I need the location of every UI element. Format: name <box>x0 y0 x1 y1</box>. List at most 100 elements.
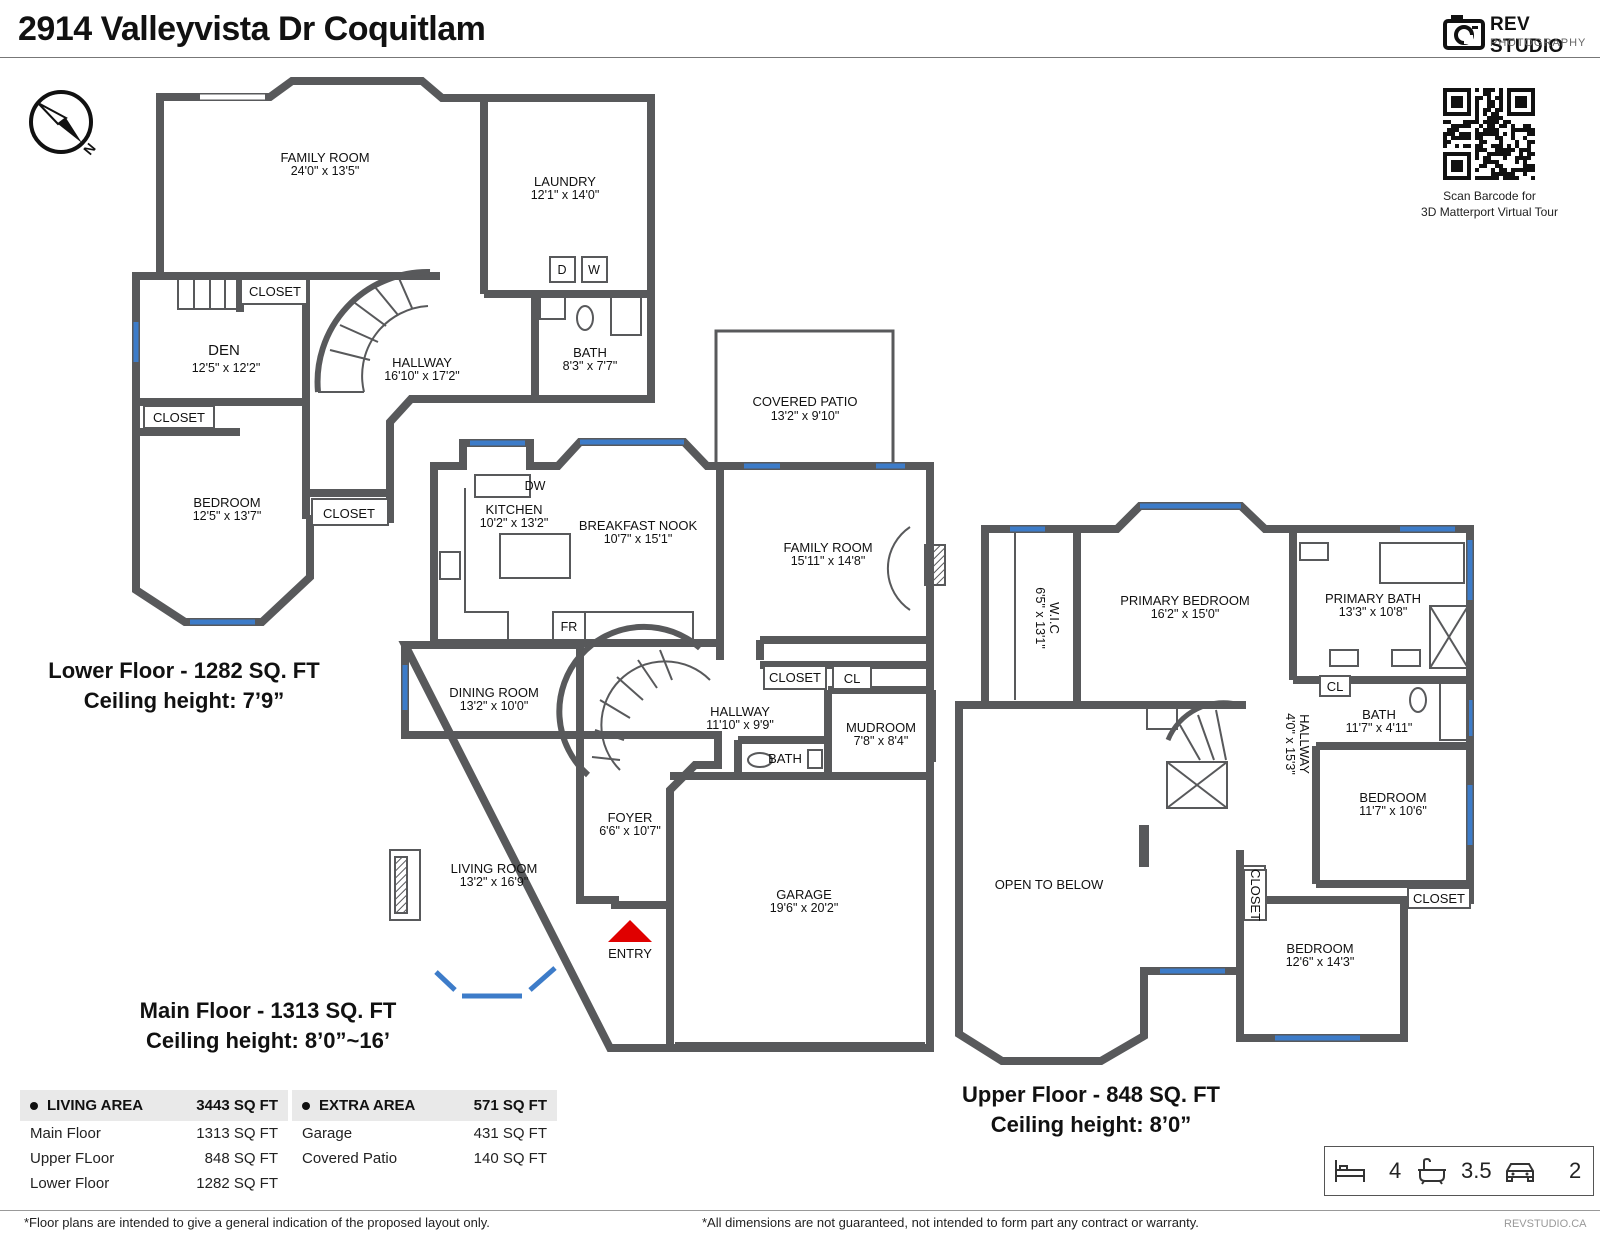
footer-disclaimer-center: *All dimensions are not guaranteed, not … <box>702 1215 1199 1230</box>
qr-caption-line2: 3D Matterport Virtual Tour <box>1421 205 1558 219</box>
main-floor-caption: Main Floor - 1313 SQ. FT Ceiling height:… <box>118 996 418 1056</box>
upper-hallway-label: HALLWAY <box>1297 714 1312 774</box>
dining-room-label: DINING ROOM <box>449 685 539 700</box>
svg-text:8'3" x 7'7": 8'3" x 7'7" <box>563 359 618 373</box>
row-label: Main Floor <box>30 1125 101 1142</box>
upper-bath-label: BATH <box>1362 707 1396 722</box>
svg-text:10'2" x 13'2": 10'2" x 13'2" <box>480 516 549 530</box>
foyer-dim: 6'6" x 10'7" <box>599 824 661 838</box>
footer-divider <box>0 1210 1600 1211</box>
svg-text:BATH: BATH <box>1362 707 1396 722</box>
svg-text:11'7" x 4'11": 11'7" x 4'11" <box>1346 721 1413 735</box>
lower-floor-outline <box>132 77 655 626</box>
main-hallway-dim: 11'10" x 9'9" <box>706 718 774 732</box>
lower-floor-area: Lower Floor - 1282 SQ. FT <box>48 658 320 683</box>
main-hallway-label: HALLWAY <box>710 704 770 719</box>
lower-family-room-label: FAMILY ROOM <box>280 150 369 165</box>
svg-text:10'7" x 15'1": 10'7" x 15'1" <box>604 532 673 546</box>
svg-text:6'5" x 13'1": 6'5" x 13'1" <box>1033 587 1047 649</box>
beds-stat <box>1333 1147 1367 1195</box>
svg-text:BEDROOM: BEDROOM <box>1359 790 1426 805</box>
upper-hallway-dim: 4'0" x 15'3" <box>1283 713 1297 775</box>
upper-bedroom1-label: BEDROOM <box>1359 790 1426 805</box>
svg-text:BEDROOM: BEDROOM <box>1286 941 1353 956</box>
qr-code[interactable] <box>1443 88 1535 180</box>
svg-text:BREAKFAST NOOK: BREAKFAST NOOK <box>579 518 698 533</box>
garage-dim: 19'6" x 20'2" <box>770 901 839 915</box>
svg-text:13'2" x 16'9": 13'2" x 16'9" <box>460 875 529 889</box>
den-dim: 12'5" x 12'2" <box>192 361 261 375</box>
svg-text:12'1" x 14'0": 12'1" x 14'0" <box>531 188 600 202</box>
garage-label: GARAGE <box>776 887 832 902</box>
svg-text:W.I.C: W.I.C <box>1047 602 1062 634</box>
upper-cl-label: CL <box>1327 679 1344 694</box>
svg-text:OPEN TO BELOW: OPEN TO BELOW <box>995 877 1104 892</box>
extra-area-header: EXTRA AREA 571 SQ FT <box>292 1090 557 1121</box>
main-family-room-dim: 15'11" x 14'8" <box>791 554 866 568</box>
svg-text:15'11" x 14'8": 15'11" x 14'8" <box>791 554 866 568</box>
svg-text:12'5" x 12'2": 12'5" x 12'2" <box>192 361 261 375</box>
qr-caption: Scan Barcode for 3D Matterport Virtual T… <box>1402 188 1577 220</box>
svg-text:BEDROOM: BEDROOM <box>193 495 260 510</box>
upper-closet2-label: CLOSET <box>1248 869 1263 921</box>
main-floor-area: Main Floor - 1313 SQ. FT <box>139 998 397 1023</box>
svg-text:FAMILY ROOM: FAMILY ROOM <box>280 150 369 165</box>
foyer-label: FOYER <box>608 810 653 825</box>
svg-text:LIVING ROOM: LIVING ROOM <box>451 861 538 876</box>
entry-marker-icon <box>608 920 652 942</box>
footer-website-link[interactable]: REVSTUDIO.CA <box>1504 1218 1587 1230</box>
mudroom-label: MUDROOM <box>846 720 916 735</box>
svg-text:13'2" x 10'0": 13'2" x 10'0" <box>460 699 529 713</box>
laundry-label: LAUNDRY <box>534 174 596 189</box>
extra-area-total: 571 SQ FT <box>447 1090 557 1121</box>
svg-text:D: D <box>557 263 566 277</box>
svg-text:CL: CL <box>844 671 861 686</box>
svg-text:PRIMARY BATH: PRIMARY BATH <box>1325 591 1421 606</box>
beds-count: 4 <box>1389 1158 1402 1183</box>
footer-disclaimer-left: *Floor plans are intended to give a gene… <box>24 1215 490 1230</box>
main-bath-label: BATH <box>768 751 802 766</box>
svg-text:6'6" x 10'7": 6'6" x 10'7" <box>599 824 661 838</box>
covered-patio-dim: 13'2" x 9'10" <box>771 409 840 423</box>
washer-label: W <box>588 263 600 277</box>
lower-closet2-label: CLOSET <box>153 410 205 425</box>
upper-bath-dim: 11'7" x 4'11" <box>1346 721 1413 735</box>
svg-text:MUDROOM: MUDROOM <box>846 720 916 735</box>
living-room-dim: 13'2" x 16'9" <box>460 875 529 889</box>
entry-label: ENTRY <box>608 946 652 961</box>
extra-area-table: EXTRA AREA 571 SQ FT Garage 431 SQ FT Cov… <box>292 1090 557 1171</box>
svg-text:19'6" x 20'2": 19'6" x 20'2" <box>770 901 839 915</box>
svg-text:CLOSET: CLOSET <box>249 284 301 299</box>
svg-text:GARAGE: GARAGE <box>776 887 832 902</box>
living-area-title: LIVING AREA <box>20 1090 172 1121</box>
lower-closet1-label: CLOSET <box>249 284 301 299</box>
main-cl-label: CL <box>844 671 861 686</box>
svg-text:13'2" x 9'10": 13'2" x 9'10" <box>771 409 840 423</box>
primary-bath-label: PRIMARY BATH <box>1325 591 1421 606</box>
upper-floor-caption: Upper Floor - 848 SQ. FT Ceiling height:… <box>946 1080 1236 1140</box>
baths-count: 3.5 <box>1461 1158 1492 1183</box>
primary-bedroom-label: PRIMARY BEDROOM <box>1120 593 1250 608</box>
table-row: Garage 431 SQ FT <box>292 1121 557 1146</box>
kitchen-label: KITCHEN <box>485 502 542 517</box>
svg-text:COVERED PATIO: COVERED PATIO <box>753 394 858 409</box>
header-divider <box>0 57 1600 58</box>
lower-bedroom-label: BEDROOM <box>193 495 260 510</box>
living-area-total: 3443 SQ FT <box>171 1090 288 1121</box>
upper-bedroom1-dim: 11'7" x 10'6" <box>1359 804 1427 818</box>
logo-name: REV STUDIO <box>1490 14 1564 57</box>
main-floor-outline <box>401 438 934 1052</box>
svg-text:HALLWAY: HALLWAY <box>1297 714 1312 774</box>
bathtub-icon <box>1418 1157 1446 1185</box>
row-value: 431 SQ FT <box>473 1125 547 1142</box>
lower-family-room-dim: 24'0" x 13'5" <box>291 164 360 178</box>
extra-area-title: EXTRA AREA <box>292 1090 448 1121</box>
main-family-room-label: FAMILY ROOM <box>783 540 872 555</box>
svg-text:KITCHEN: KITCHEN <box>485 502 542 517</box>
primary-bedroom-dim: 16'2" x 15'0" <box>1151 607 1220 621</box>
svg-text:BATH: BATH <box>768 751 802 766</box>
row-label: Garage <box>302 1125 353 1142</box>
